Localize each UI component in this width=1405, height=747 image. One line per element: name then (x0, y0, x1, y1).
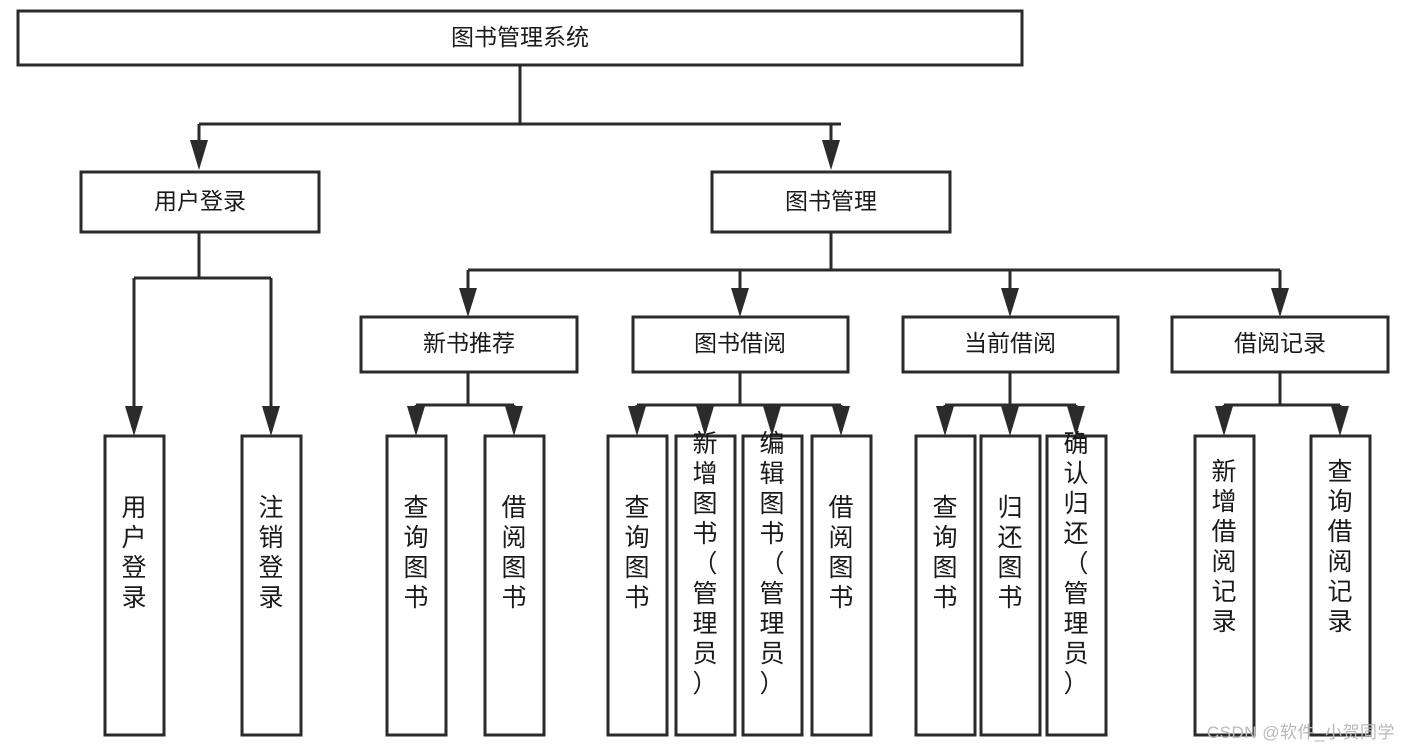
node-root-label: 图书管理系统 (451, 24, 589, 50)
arrow-borrow-leaf-4 (832, 406, 850, 436)
node-current-borrow-box[interactable] (901, 315, 1120, 374)
node-borrow-record-label: 借阅记录 (1234, 330, 1326, 356)
arrow-book-manage-to-current (1001, 288, 1019, 317)
node-user-login[interactable]: 用户登录 (79, 170, 321, 234)
arrow-user-login-leaf-1 (125, 406, 143, 436)
node-new-book-recommend-label: 新书推荐 (423, 330, 515, 356)
arrow-record-leaf-2 (1331, 406, 1349, 436)
arrow-current-leaf-3 (1067, 406, 1085, 436)
arrow-book-manage-to-record (1271, 288, 1289, 317)
leaf-current-borrow-3[interactable]: 确认归还（管理员） (1045, 430, 1108, 737)
leaf-current-borrow-1-label: 查询图书 (932, 494, 957, 612)
node-book-manage[interactable]: 图书管理 (710, 170, 952, 234)
leaf-user-login-1-box[interactable] (103, 434, 166, 737)
leaf-user-login-2[interactable]: 注销登录 (240, 434, 303, 737)
leaf-borrow-record-1-box[interactable] (1193, 434, 1256, 737)
leaf-book-borrow-2-box[interactable] (674, 434, 737, 737)
node-root-box[interactable] (16, 9, 1024, 67)
leaf-book-borrow-2[interactable]: 新增图书（管理员） (674, 430, 737, 737)
leaf-current-borrow-1-box[interactable] (914, 434, 977, 737)
leaf-new-book-2[interactable]: 借阅图书 (483, 434, 546, 737)
node-user-login-label: 用户登录 (154, 188, 246, 214)
leaf-user-login-1[interactable]: 用户登录 (103, 434, 166, 737)
node-book-borrow-box[interactable] (631, 315, 850, 374)
arrow-root-to-book-manage (822, 140, 840, 170)
node-book-borrow-label: 图书借阅 (694, 330, 786, 356)
node-new-book-recommend-box[interactable] (359, 315, 579, 374)
arrow-new-book-leaf-2 (505, 406, 523, 436)
arrow-current-leaf-1 (936, 406, 954, 436)
leaf-borrow-record-2-label: 查询借阅记录 (1327, 458, 1352, 636)
leaf-borrow-record-2[interactable]: 查询借阅记录 (1309, 434, 1372, 737)
csdn-watermark: CSDN @软件_小贺同学 (1206, 723, 1395, 742)
leaf-book-borrow-3[interactable]: 编辑图书（管理员） (741, 430, 804, 737)
leaf-current-borrow-3-box[interactable] (1045, 434, 1108, 737)
node-book-manage-label: 图书管理 (785, 188, 877, 214)
leaf-book-borrow-1-label: 查询图书 (624, 494, 649, 612)
node-root[interactable]: 图书管理系统 (16, 9, 1024, 67)
leaf-new-book-2-box[interactable] (483, 434, 546, 737)
leaf-new-book-1[interactable]: 查询图书 (385, 434, 448, 737)
leaf-current-borrow-2-label: 归还图书 (997, 494, 1022, 612)
arrow-book-manage-to-borrow (731, 288, 749, 317)
arrow-root-to-user-login (190, 140, 208, 170)
connector-layer (125, 65, 1349, 436)
node-borrow-record[interactable]: 借阅记录 (1170, 315, 1390, 374)
arrow-borrow-leaf-2 (696, 406, 714, 436)
leaf-book-borrow-4[interactable]: 借阅图书 (810, 434, 873, 737)
node-current-borrow[interactable]: 当前借阅 (901, 315, 1120, 374)
arrow-user-login-leaf-2 (262, 406, 280, 436)
leaf-book-borrow-1-box[interactable] (606, 434, 669, 737)
arrow-borrow-leaf-3 (763, 406, 781, 436)
leaf-borrow-record-2-box[interactable] (1309, 434, 1372, 737)
node-borrow-record-box[interactable] (1170, 315, 1390, 374)
node-book-manage-box[interactable] (710, 170, 952, 234)
node-new-book-recommend[interactable]: 新书推荐 (359, 315, 579, 374)
leaf-book-borrow-2-label: 新增图书（管理员） (692, 430, 717, 698)
arrow-borrow-leaf-1 (628, 406, 646, 436)
leaf-new-book-1-label: 查询图书 (403, 494, 428, 612)
leaf-borrow-record-1[interactable]: 新增借阅记录 (1193, 434, 1256, 737)
arrow-book-manage-to-new-book (459, 288, 477, 317)
arrow-new-book-leaf-1 (407, 406, 425, 436)
node-book-borrow[interactable]: 图书借阅 (631, 315, 850, 374)
arrow-record-leaf-1 (1215, 406, 1233, 436)
leaf-borrow-record-1-label: 新增借阅记录 (1211, 458, 1236, 636)
leaf-book-borrow-1[interactable]: 查询图书 (606, 434, 669, 737)
leaf-current-borrow-2[interactable]: 归还图书 (979, 434, 1042, 737)
leaf-user-login-2-label: 注销登录 (258, 494, 283, 612)
node-current-borrow-label: 当前借阅 (964, 330, 1056, 356)
leaf-user-login-1-label: 用户登录 (121, 494, 146, 612)
node-user-login-box[interactable] (79, 170, 321, 234)
leaf-user-login-2-box[interactable] (240, 434, 303, 737)
leaf-new-book-1-box[interactable] (385, 434, 448, 737)
leaf-book-borrow-3-box[interactable] (741, 434, 804, 737)
leaf-book-borrow-3-label: 编辑图书（管理员） (759, 430, 784, 698)
leaf-current-borrow-3-label: 确认归还（管理员） (1063, 430, 1088, 698)
arrow-current-leaf-2 (1001, 406, 1019, 436)
leaf-current-borrow-2-box[interactable] (979, 434, 1042, 737)
leaf-new-book-2-label: 借阅图书 (501, 494, 526, 612)
leaf-current-borrow-1[interactable]: 查询图书 (914, 434, 977, 737)
leaf-book-borrow-4-label: 借阅图书 (828, 494, 853, 612)
leaf-book-borrow-4-box[interactable] (810, 434, 873, 737)
